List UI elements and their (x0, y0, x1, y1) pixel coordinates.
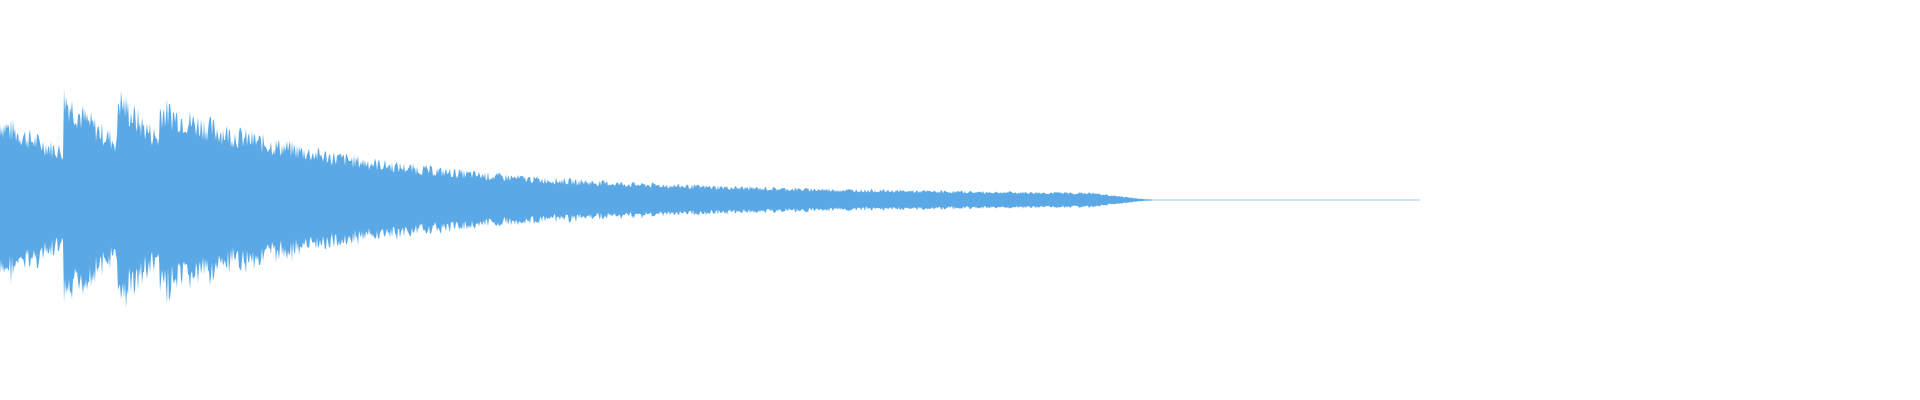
waveform-shape (0, 88, 1152, 309)
